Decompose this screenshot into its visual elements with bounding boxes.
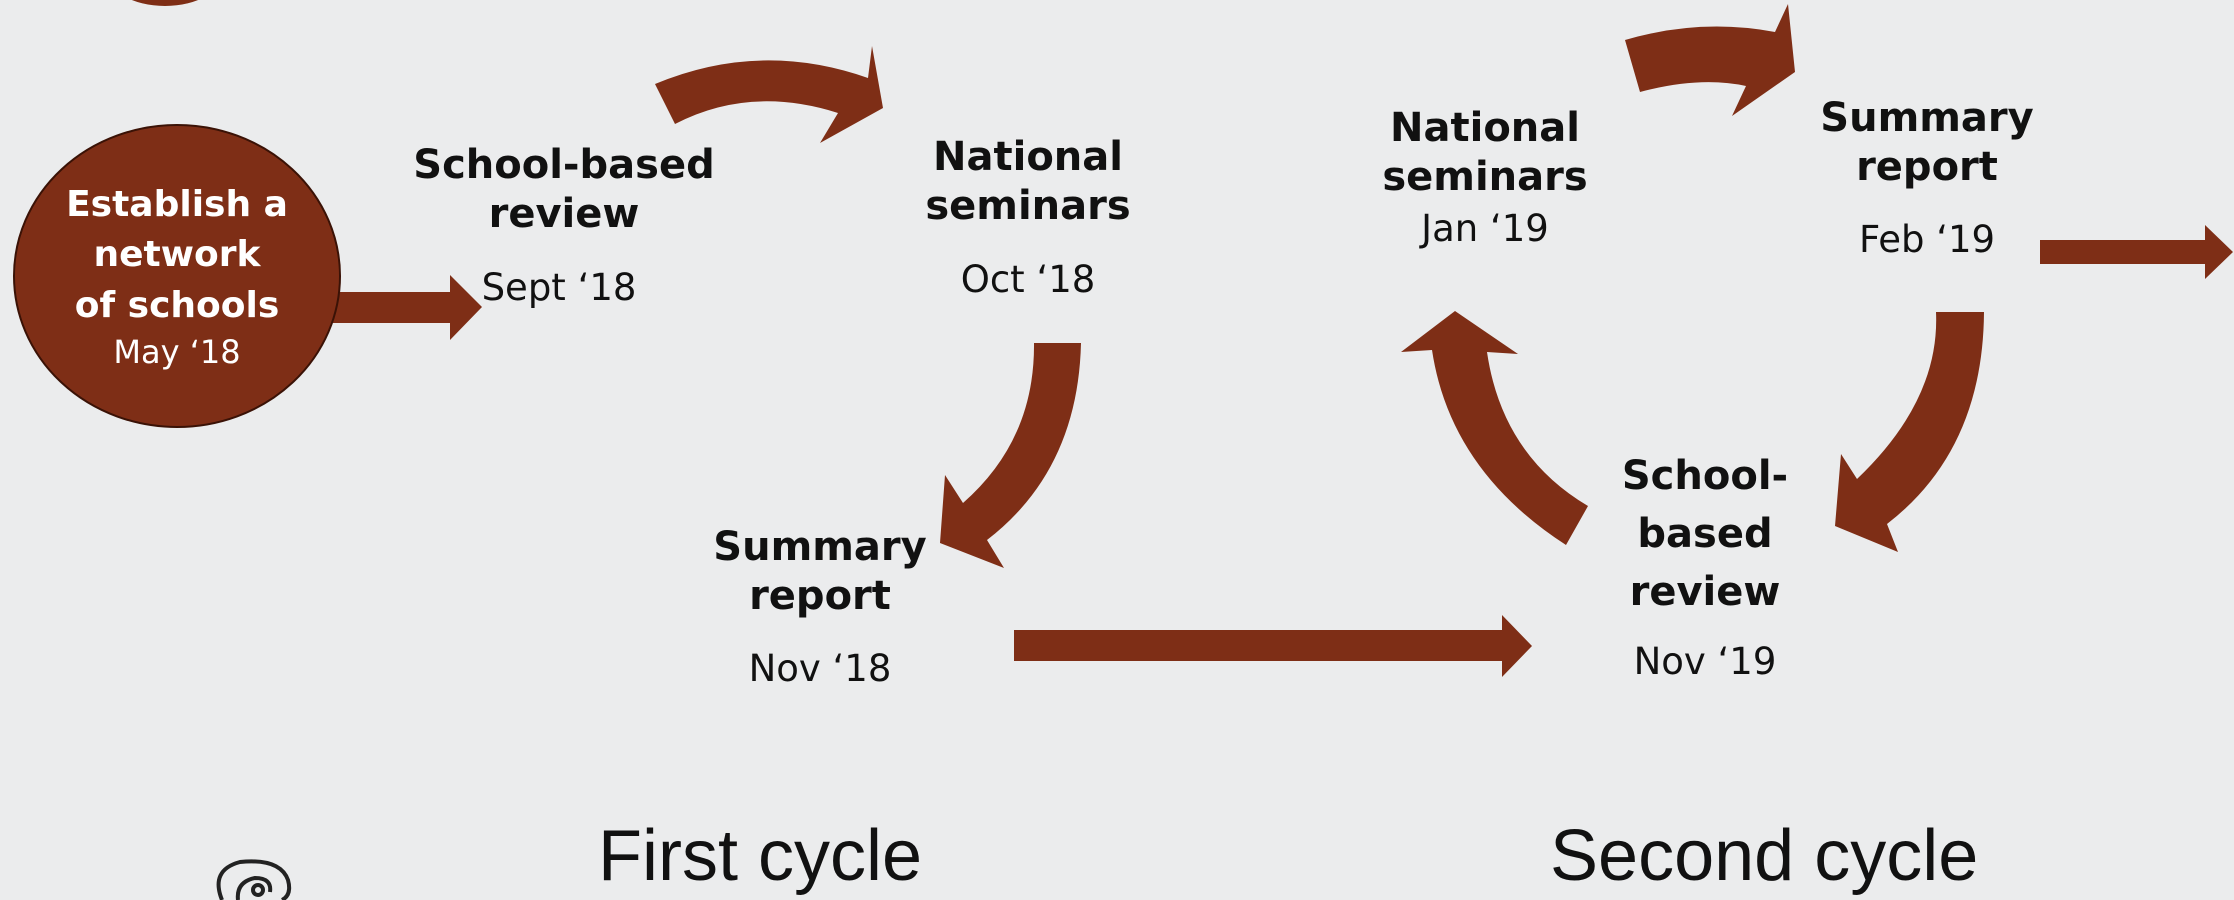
second-seminars-line-1: National [1390, 105, 1580, 151]
first-review-line-1: School-based [413, 142, 715, 188]
first-seminars-title: National seminars [898, 133, 1158, 231]
first-summary-line-1: Summary [713, 524, 927, 570]
first-review-date: Sept ‘18 [481, 266, 637, 309]
first-summary-title: Summary report [700, 523, 940, 621]
second-review-date: Nov ‘19 [1633, 640, 1777, 683]
first-seminars-line-1: National [933, 134, 1123, 180]
swirl-logo-icon [216, 859, 292, 900]
second-cycle-label: Second cycle [1550, 816, 1979, 896]
start-title-line-3: of schools [74, 284, 280, 326]
first-seminars-line-2: seminars [925, 182, 1131, 229]
arrow-review-to-seminars-2 [1401, 311, 1588, 545]
first-summary-date: Nov ‘18 [748, 647, 892, 690]
arrow-seminars-to-summary-2 [1625, 4, 1795, 116]
first-review-title: School-based review [404, 141, 724, 239]
second-summary-line-1: Summary [1820, 95, 2034, 141]
arrow-review-to-seminars-1 [655, 46, 883, 143]
arrow-first-to-second-cycle [1014, 615, 1532, 677]
second-review-line-2: based [1637, 511, 1773, 557]
start-date: May ‘18 [113, 333, 241, 371]
arrow-start-to-review [320, 275, 482, 340]
arrow-exit-right [2040, 225, 2233, 279]
first-summary-line-2: report [749, 572, 891, 619]
first-review-line-2: review [488, 190, 640, 237]
second-review-line-3: review [1629, 569, 1781, 615]
first-seminars-date: Oct ‘18 [960, 258, 1096, 301]
second-seminars-date: Jan ‘19 [1421, 207, 1549, 250]
start-circle [13, 124, 341, 428]
second-summary-line-2: report [1856, 143, 1998, 190]
second-seminars-line-2: seminars [1382, 153, 1588, 200]
second-review-line-1: School- [1621, 453, 1789, 499]
arrow-seminars-to-summary-1 [940, 343, 1081, 568]
second-seminars-title: National seminars [1355, 104, 1615, 202]
second-summary-date: Feb ‘19 [1858, 218, 1996, 261]
decorative-circle-fragment [131, 0, 199, 6]
second-review-title: School- based review [1585, 447, 1825, 621]
start-title-line-2: network [93, 234, 261, 276]
first-cycle-label: First cycle [598, 816, 922, 896]
second-summary-title: Summary report [1807, 94, 2047, 192]
start-title-line-1: Establish a [66, 184, 288, 225]
arrow-summary-to-review-2 [1835, 312, 1984, 552]
start-circle-title: Establish a network of schools [57, 180, 297, 331]
